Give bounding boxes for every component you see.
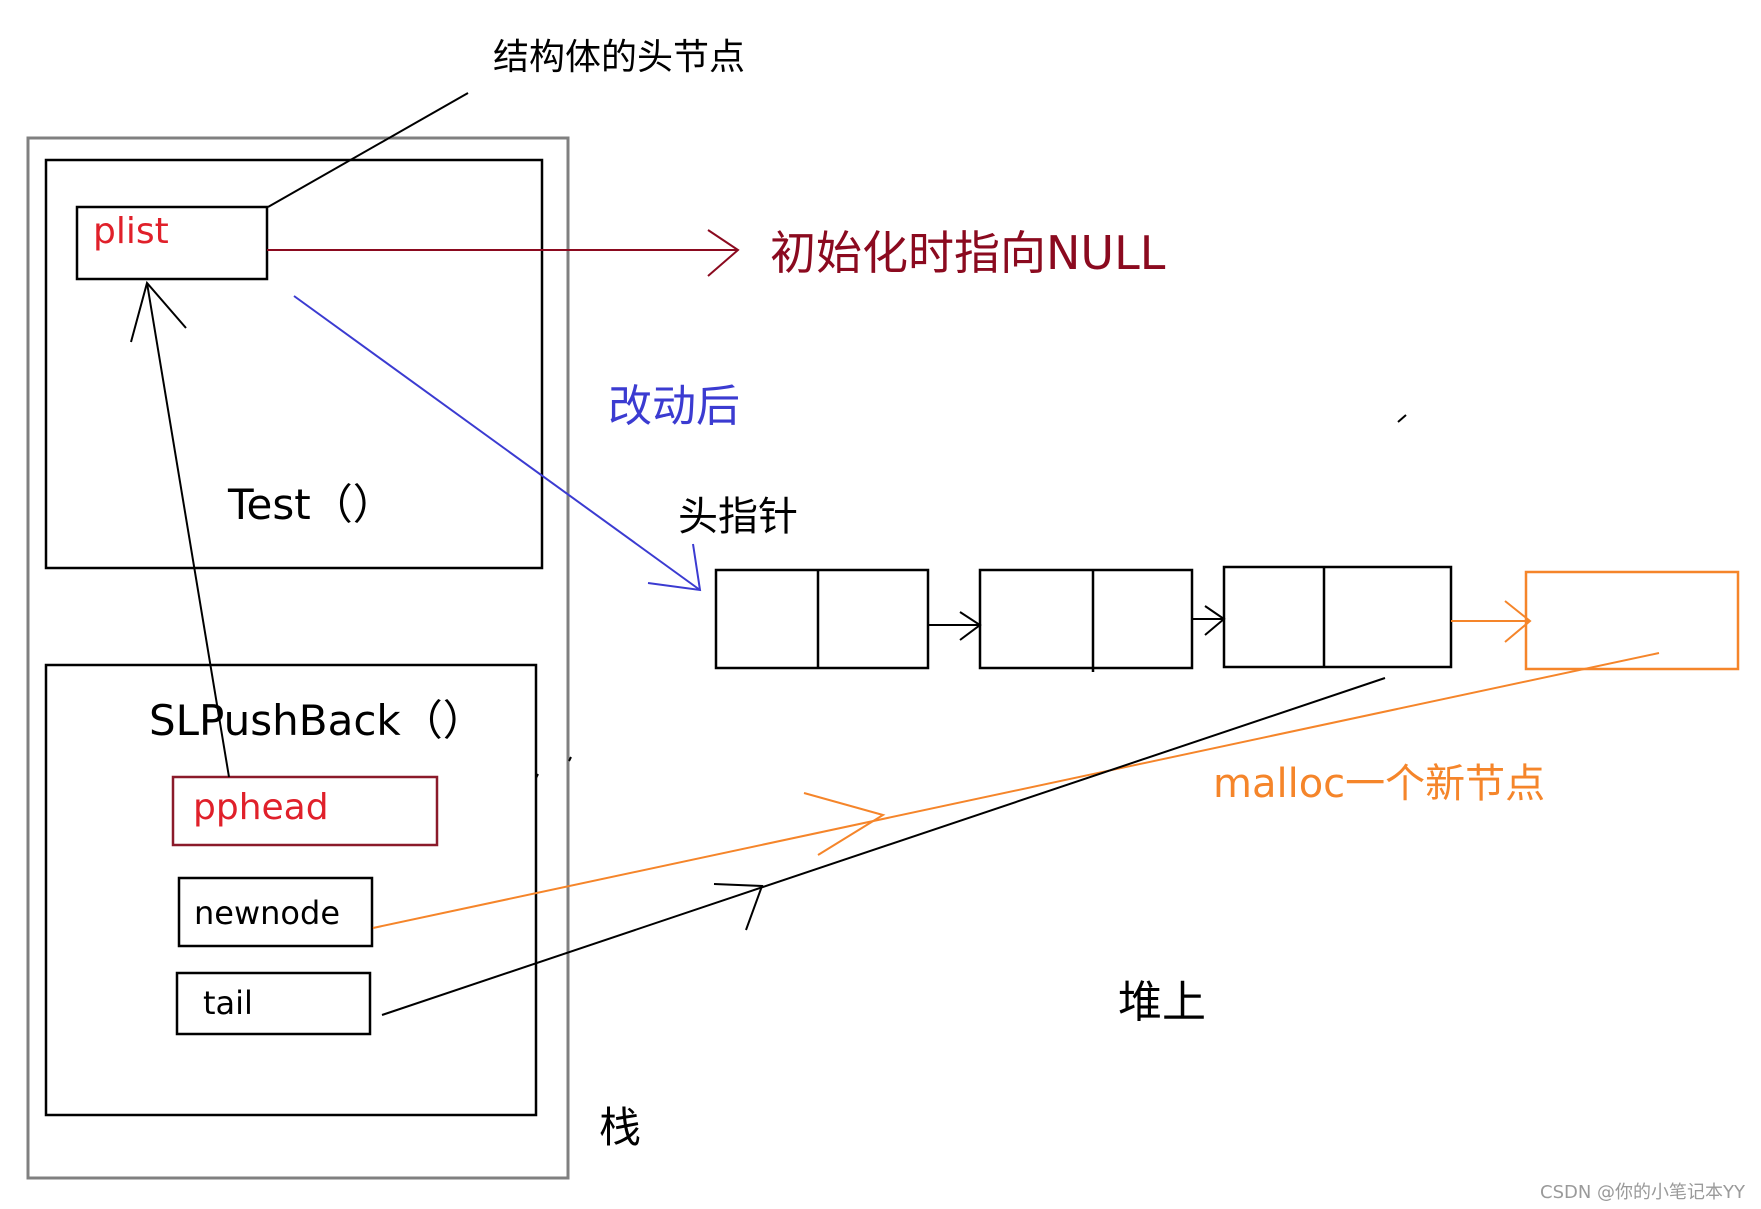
list-node-3 <box>1222 565 1453 669</box>
init-null-label: 初始化时指向NULL <box>770 226 1166 280</box>
link-arrow-1 <box>928 611 982 641</box>
struct-head-leader <box>267 92 469 208</box>
after-change-label: 改动后 <box>608 381 740 432</box>
after-change-arrow <box>293 295 702 592</box>
head-pointer-label: 头指针 <box>678 494 798 540</box>
slpushback-frame <box>44 663 538 1117</box>
test-func-label: Test（） <box>228 480 395 529</box>
stack-label: 栈 <box>599 1103 642 1152</box>
plist-label: plist <box>93 211 169 252</box>
init-null-arrow <box>267 229 740 277</box>
test-frame <box>44 158 544 570</box>
tail-label: tail <box>203 984 253 1022</box>
pphead-to-plist-arrow <box>130 280 230 778</box>
new-node-box <box>1524 570 1740 671</box>
stray-marks <box>535 414 1407 779</box>
pphead-label: pphead <box>193 787 329 828</box>
plist-box <box>75 205 269 281</box>
tail-box <box>175 971 372 1036</box>
watermark: CSDN @你的小笔记本YY <box>1540 1182 1746 1203</box>
link-arrow-2 <box>1192 605 1226 636</box>
malloc-label: malloc一个新节点 <box>1213 761 1546 807</box>
tail-to-node-arrow <box>381 677 1386 1016</box>
link-arrow-3 <box>1451 600 1532 643</box>
newnode-to-malloc-arrow <box>372 652 1660 929</box>
heap-label: 堆上 <box>1118 977 1206 1028</box>
struct-head-label: 结构体的头节点 <box>493 37 746 78</box>
newnode-box <box>177 876 374 948</box>
newnode-label: newnode <box>194 894 340 932</box>
list-node-2 <box>978 568 1194 672</box>
slpushback-label: SLPushBack（） <box>149 696 485 745</box>
stack-frame <box>26 136 570 1180</box>
pphead-box <box>171 775 439 847</box>
list-node-1 <box>714 568 930 670</box>
